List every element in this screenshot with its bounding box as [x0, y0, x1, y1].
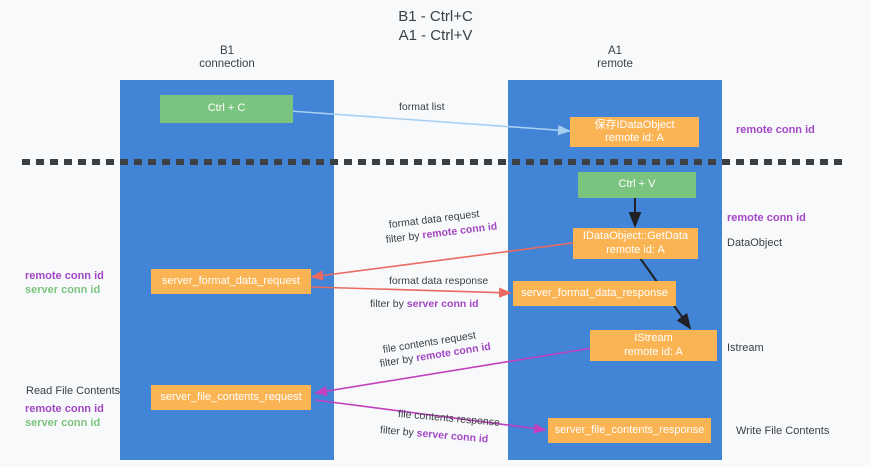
filter-prefix: filter by: [370, 298, 407, 310]
side-label-dataobject: DataObject: [727, 237, 783, 249]
side-label-write-file-contents: Write File Contents: [736, 425, 830, 437]
column-header-b1-role: connection: [199, 58, 255, 70]
title-line-1: B1 - Ctrl+C: [398, 8, 473, 25]
node-idataobject-getdata[interactable]: IDataObject::GetData remote id: A: [573, 228, 698, 259]
column-header-a1-name: A1: [607, 45, 623, 57]
column-header-a1-role: remote: [597, 58, 633, 70]
column-header-b1-name: B1: [219, 45, 235, 57]
node-server-format-data-response-label: server_format_data_response: [521, 286, 668, 299]
filter-prefix: filter by: [385, 229, 424, 246]
node-save-idataobject-line2: remote id: A: [605, 132, 664, 144]
node-ctrl-v[interactable]: Ctrl + V: [578, 172, 696, 198]
node-server-format-data-response[interactable]: server_format_data_response: [513, 281, 676, 306]
side-label-remote-conn-id-top: remote conn id: [736, 124, 815, 136]
node-idataobject-getdata-line2: remote id: A: [606, 243, 665, 256]
title-line-2: A1 - Ctrl+V: [398, 27, 473, 44]
node-server-file-contents-request[interactable]: server_file_contents_request: [151, 385, 311, 410]
edge-label-format-data-response-filter: filter by server conn id: [370, 298, 479, 311]
node-save-idataobject[interactable]: 保存IDataObject remote id: A: [570, 117, 699, 147]
node-server-format-data-request-label: server_format_data_request: [161, 274, 301, 287]
node-server-file-contents-request-label: server_file_contents_request: [160, 390, 302, 403]
column-header-a1: A1 remote: [508, 45, 722, 71]
node-istream-line2: remote id: A: [624, 345, 683, 358]
side-label-read-file-contents: Read File Contents: [26, 385, 121, 397]
node-save-idataobject-line1: 保存IDataObject: [594, 118, 675, 131]
node-istream-line1: IStream: [634, 332, 673, 344]
page-title: B1 - Ctrl+C A1 - Ctrl+V: [0, 7, 871, 45]
phase-divider: [22, 159, 846, 165]
filter-prefix: filter by: [379, 424, 418, 440]
node-ctrl-v-label: Ctrl + V: [618, 178, 656, 191]
side-label-left-remote-conn-id: remote conn id: [25, 270, 104, 282]
filter-key-server-conn-id: server conn id: [406, 298, 479, 310]
side-label-left-server-conn-id: server conn id: [25, 284, 101, 296]
side-label-remote-conn-id-mid: remote conn id: [727, 212, 806, 224]
column-header-b1: B1 connection: [120, 45, 334, 71]
side-label-left-bottom-server-conn-id: server conn id: [25, 417, 101, 429]
node-ctrl-c[interactable]: Ctrl + C: [160, 95, 293, 123]
node-server-file-contents-response[interactable]: server_file_contents_response: [548, 418, 711, 443]
filter-key-server-conn-id: server conn id: [416, 427, 489, 446]
edge-label-format-data-response: format data response: [389, 275, 489, 287]
edge-label-format-list: format list: [399, 101, 445, 113]
node-server-format-data-request[interactable]: server_format_data_request: [151, 269, 311, 294]
node-ctrl-c-label: Ctrl + C: [207, 102, 246, 115]
node-istream[interactable]: IStream remote id: A: [590, 330, 717, 361]
node-server-file-contents-response-label: server_file_contents_response: [554, 423, 705, 436]
side-label-istream: Istream: [727, 342, 764, 354]
node-idataobject-getdata-line1: IDataObject::GetData: [582, 230, 689, 242]
side-label-left-bottom-remote-conn-id: remote conn id: [25, 403, 104, 415]
